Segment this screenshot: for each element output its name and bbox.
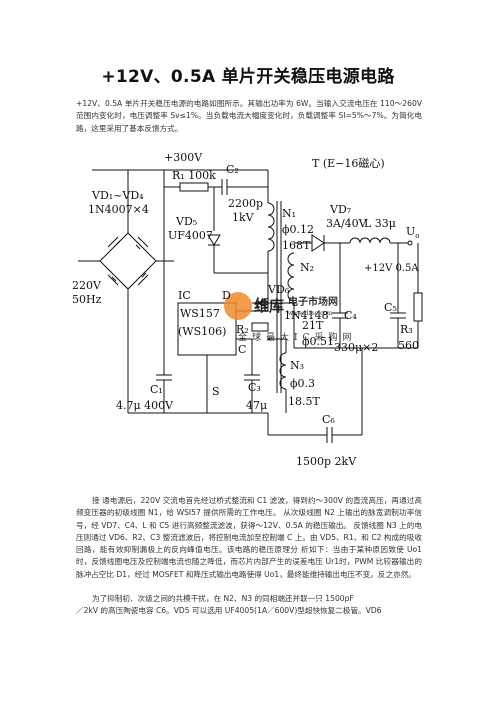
label-ac-voltage: 220V bbox=[72, 279, 102, 292]
label-c3-value: 47μ bbox=[246, 399, 267, 412]
label-n1-wire: ϕ0.12 bbox=[282, 223, 314, 236]
watermark-brand: 维库 bbox=[254, 297, 284, 315]
label-v300: +300V bbox=[164, 151, 203, 164]
label-d-pin: D bbox=[222, 289, 231, 302]
label-n3-wire: ϕ0.3 bbox=[290, 377, 315, 390]
body-paragraph-line-2: ／2kV 的高压陶瓷电容 C6。VD5 可以选用 UF4005(1A／600V)… bbox=[76, 606, 382, 616]
label-c4: C₄ bbox=[344, 309, 357, 322]
label-vd7-part: 3A/40V bbox=[326, 217, 368, 230]
label-chip-a: WS157 bbox=[180, 307, 220, 320]
label-c3: C₃ bbox=[248, 381, 261, 394]
label-ic: IC bbox=[178, 289, 191, 302]
watermark-url: www.dzsc.com bbox=[288, 310, 333, 317]
label-s-pin: S bbox=[212, 385, 220, 398]
label-c4-value: 330μ×2 bbox=[334, 341, 378, 354]
watermark: 维库 电子市场网 www.dzsc.com 全球最大IC采购网 bbox=[224, 292, 356, 343]
label-chip-b: (WS106) bbox=[178, 325, 226, 338]
intro-paragraph: +12V、0.5A 单片开关稳压电源的电路如图所示。其输出功率为 6W。当输入交… bbox=[76, 99, 422, 133]
label-c2: C₂ bbox=[226, 163, 239, 176]
label-vd7: VD₇ bbox=[329, 203, 352, 216]
label-uo: Uo bbox=[406, 225, 420, 240]
label-r3: R₃ bbox=[400, 323, 413, 336]
label-vd5-part: UF4007 bbox=[168, 229, 213, 242]
label-c1-value: 4.7μ 400V bbox=[116, 399, 174, 412]
watermark-site: 电子市场网 bbox=[288, 295, 338, 308]
label-c6-value: 1500p 2kV bbox=[296, 455, 357, 468]
label-n1-turns: 168T bbox=[282, 239, 311, 252]
page-title: +12V、0.5A 单片开关稳压电源电路 bbox=[101, 67, 395, 87]
label-c1: C₁ bbox=[150, 383, 163, 396]
label-n2: N₂ bbox=[300, 261, 314, 274]
label-vd6-part: 1N4148 bbox=[284, 309, 329, 322]
label-c2-value-b: 1kV bbox=[232, 211, 255, 224]
label-transformer: T (E−16磁心) bbox=[312, 157, 385, 170]
body-paragraph-line-1: 为了抑制初、次级之间的共模干扰，在 N2、N3 的同相端还并联一只 1500pF bbox=[92, 594, 354, 603]
body-paragraph-principle: 接 通电源后，220V 交流电首先经过桥式整流和 C1 滤波，得到约～300V … bbox=[76, 496, 422, 579]
label-n1: N₁ bbox=[282, 207, 296, 220]
label-c6: C₆ bbox=[322, 413, 335, 426]
label-vd5: VD₅ bbox=[175, 215, 197, 228]
body-paragraph-components: 为了抑制初、次级之间的共模干扰，在 N2、N3 的同相端还并联一只 1500pF… bbox=[76, 593, 422, 618]
label-n3-turns: 18.5T bbox=[288, 395, 320, 408]
label-bridge-part: 1N4007×4 bbox=[88, 203, 149, 216]
circuit-schematic: 维库 电子市场网 www.dzsc.com 全球最大IC采购网 +300V VD… bbox=[72, 151, 423, 468]
label-r1: R₁ 100k bbox=[172, 169, 216, 182]
label-vout: +12V 0.5A bbox=[364, 263, 419, 274]
label-vd6: VD₆ bbox=[267, 283, 290, 296]
label-r2: R₂ bbox=[236, 323, 249, 336]
label-n2-wire: ϕ0.51 bbox=[302, 335, 334, 348]
label-ac-frequency: 50Hz bbox=[72, 293, 102, 306]
label-r3-value: 560 bbox=[398, 339, 419, 352]
watermark-slogan: 全球最大IC采购网 bbox=[238, 331, 356, 343]
label-inductor: L 33μ bbox=[364, 217, 396, 230]
label-vd1-vd4: VD₁~VD₄ bbox=[91, 189, 144, 202]
label-n3: N₃ bbox=[290, 359, 304, 372]
label-c-pin: C bbox=[238, 343, 246, 356]
label-c2-value-a: 2200p bbox=[228, 197, 263, 210]
label-n2-turns: 21T bbox=[302, 319, 324, 332]
label-c5: C₅ bbox=[384, 301, 397, 314]
